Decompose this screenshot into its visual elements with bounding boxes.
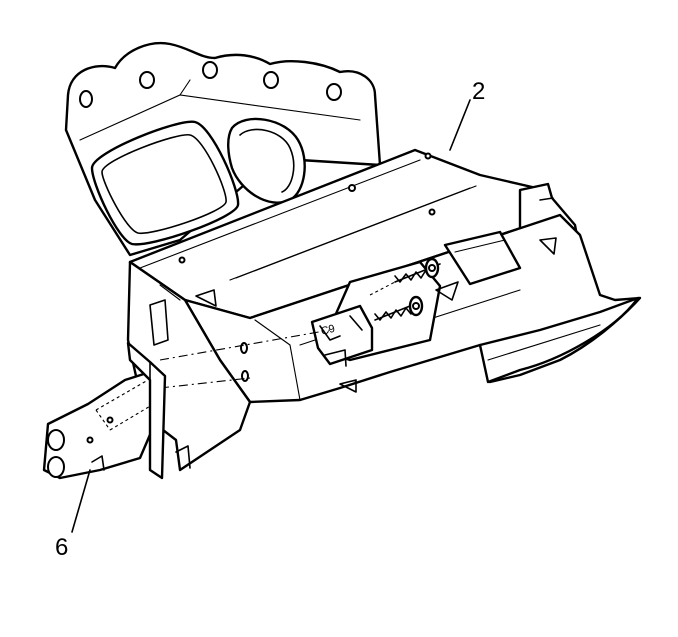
locating-tab	[195, 289, 217, 307]
leader-line-6	[71, 469, 91, 533]
svg-text:C9: C9	[320, 323, 337, 338]
callout-2: 2	[472, 78, 485, 105]
locating-tab	[435, 281, 459, 301]
leader-line-2	[449, 99, 471, 151]
locating-tab	[539, 237, 557, 255]
lower-flap	[478, 296, 640, 384]
dash-tub-assembly: C9	[64, 41, 642, 472]
connector-block: C9	[310, 304, 374, 367]
support-bracket	[42, 341, 167, 480]
duct-opening-square	[90, 120, 240, 246]
fastener-bolt	[374, 295, 424, 321]
fastener-bolt	[394, 257, 441, 283]
explode-line	[159, 377, 251, 389]
callout-6: 6	[55, 534, 68, 561]
locating-tab	[339, 379, 357, 393]
bracket-flange	[126, 341, 167, 480]
explode-line	[369, 281, 396, 296]
